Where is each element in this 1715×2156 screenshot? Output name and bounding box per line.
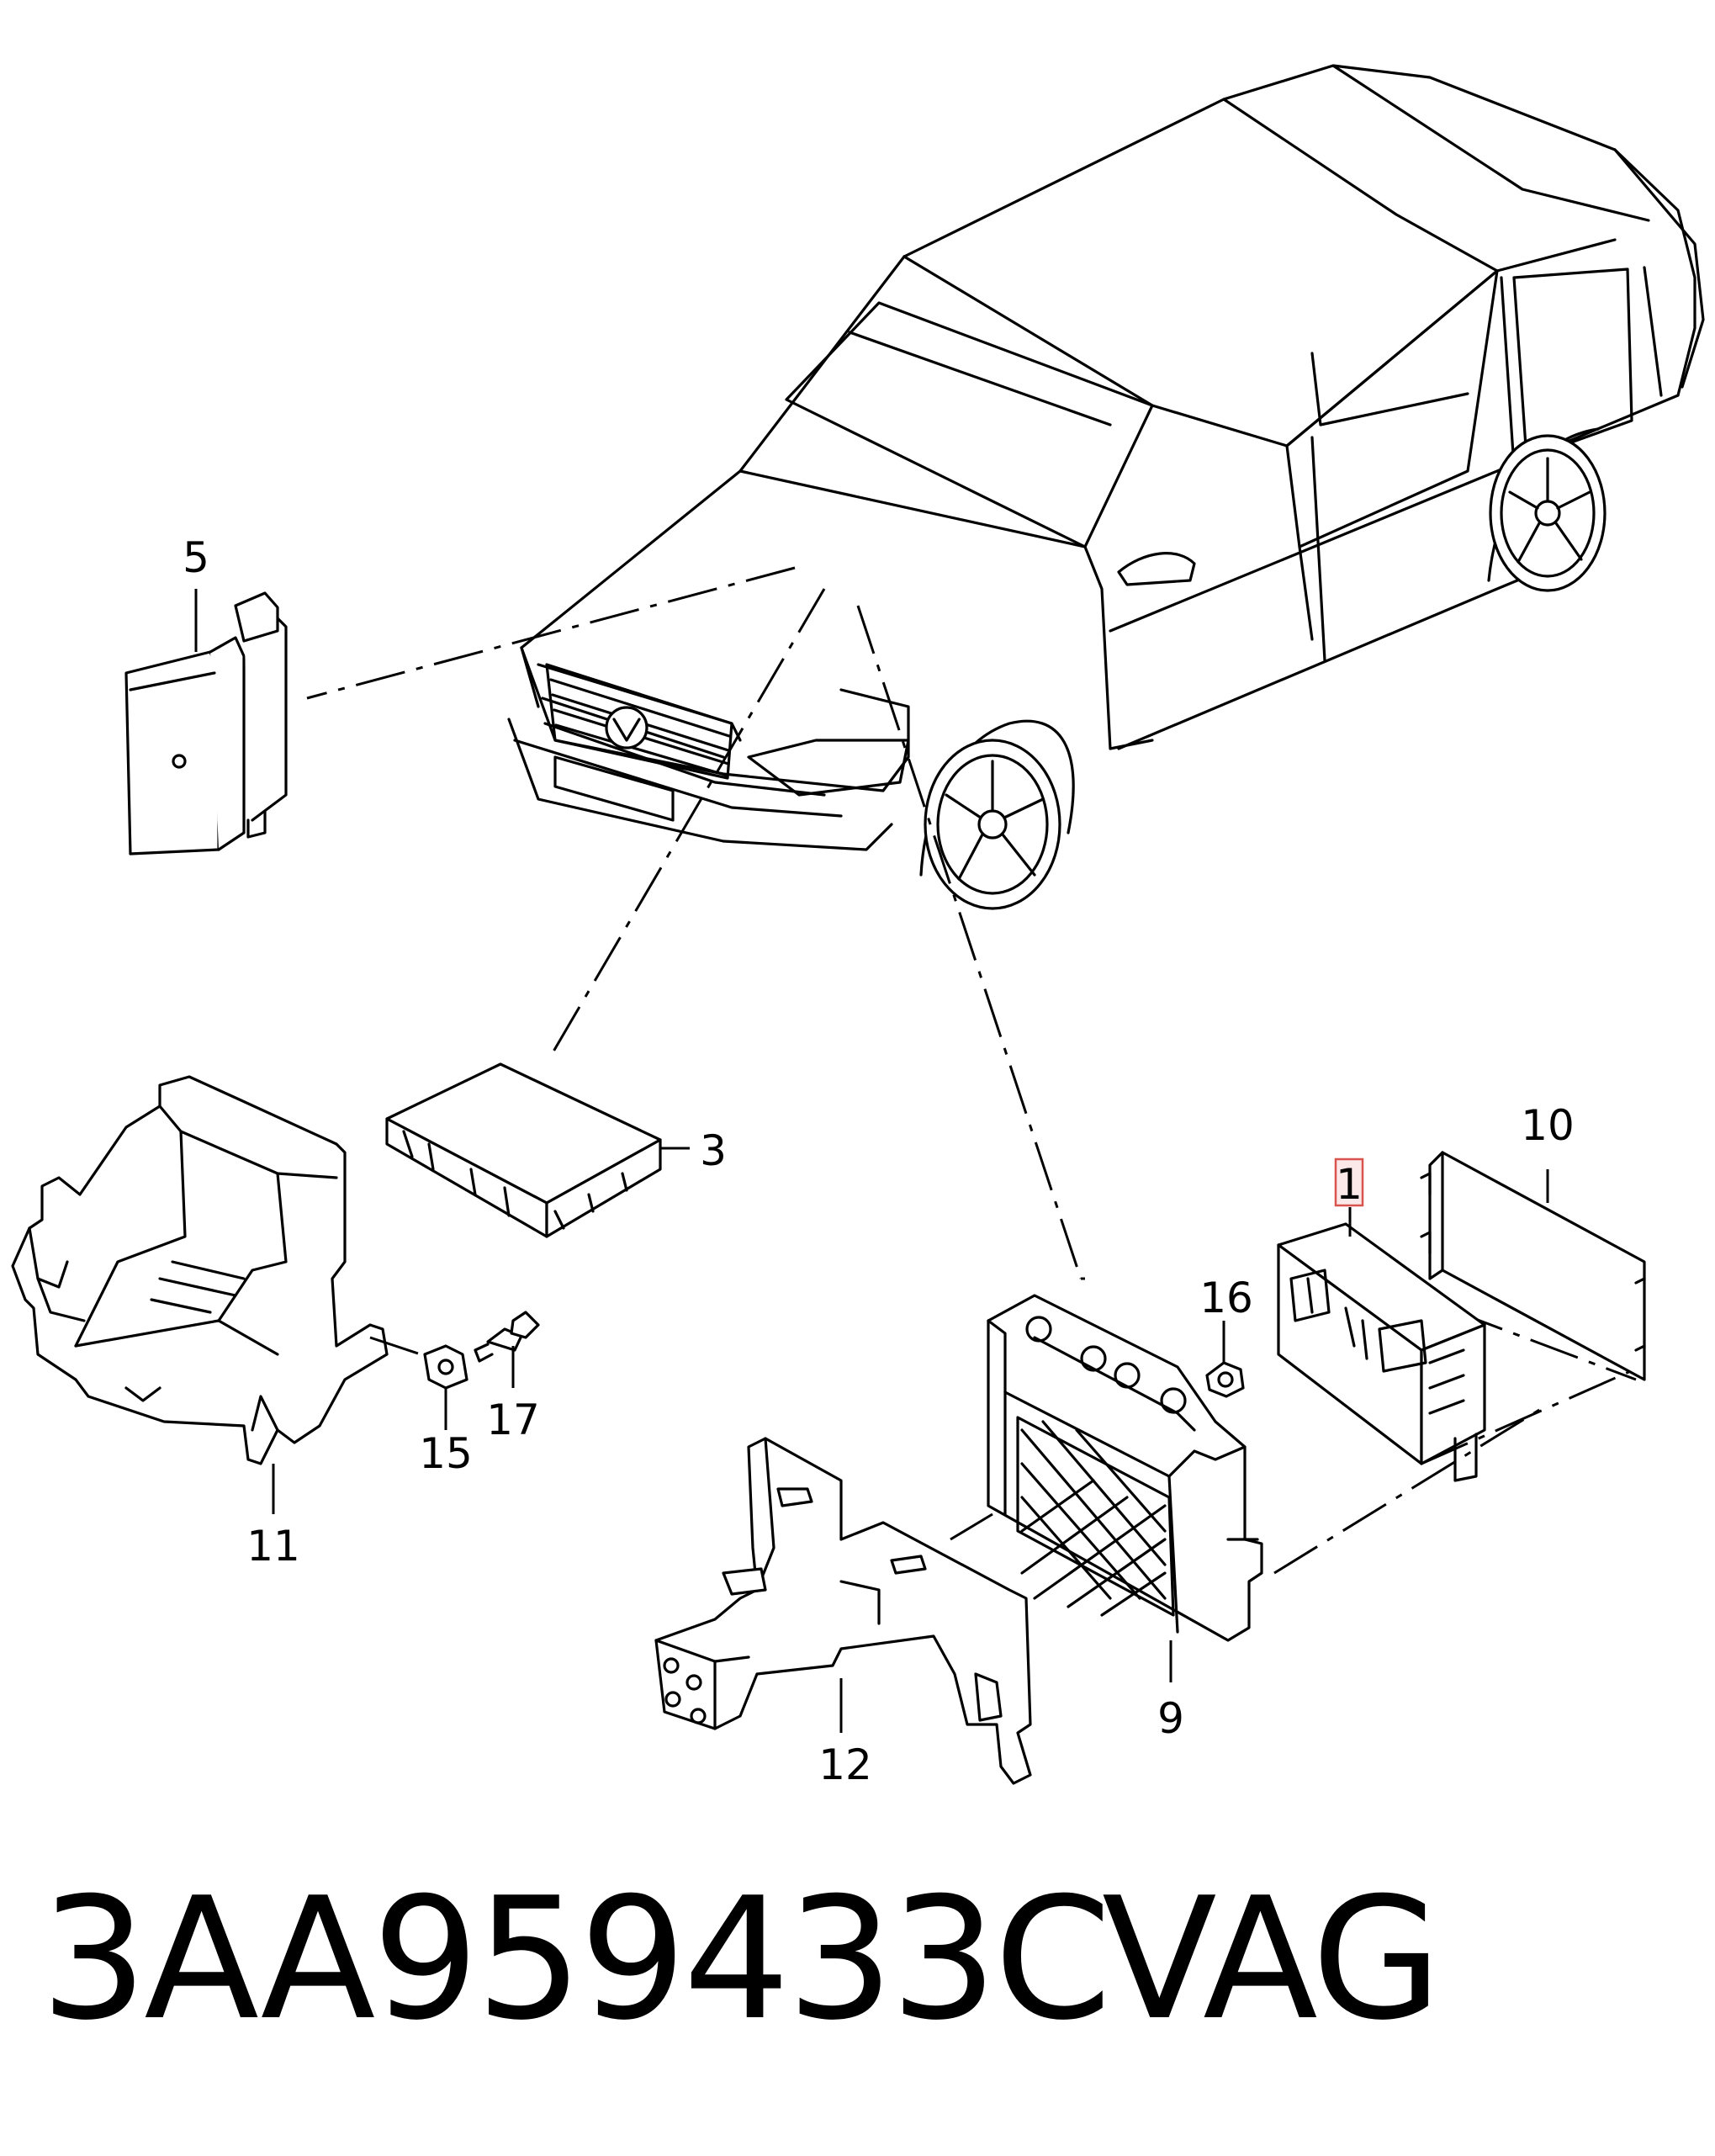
reference-lines	[306, 566, 1641, 1575]
callout-16: 16	[1199, 1274, 1253, 1322]
part-12-bracket	[654, 1437, 1032, 1785]
part-5-module	[124, 589, 288, 856]
part-3-control-unit	[385, 1062, 690, 1238]
part-17-bolt	[474, 1311, 540, 1388]
callout-11: 11	[246, 1522, 300, 1571]
callouts: 1 3 5 9 10 11 12 15 16 17	[183, 533, 1575, 1789]
callout-12: 12	[818, 1740, 872, 1789]
callout-1: 1	[1336, 1160, 1363, 1209]
part-9-frame	[987, 1294, 1263, 1682]
vehicle-illustration	[507, 64, 1705, 910]
part-number: 3AA959433C	[40, 1862, 1112, 2058]
part-1-control-unit	[1277, 1207, 1486, 1482]
callout-15: 15	[419, 1429, 473, 1478]
brand-name: VAG	[1102, 1862, 1442, 2058]
callout-1-highlight	[1334, 1157, 1364, 1207]
callout-5: 5	[183, 533, 209, 582]
callout-10: 10	[1521, 1101, 1575, 1150]
part-10-cover	[1420, 1151, 1646, 1381]
callout-9: 9	[1157, 1694, 1184, 1743]
callout-3: 3	[700, 1126, 727, 1175]
callout-17: 17	[486, 1396, 540, 1444]
part-16-nut	[1205, 1321, 1245, 1398]
part-15-clip	[423, 1344, 468, 1430]
part-11-tray	[11, 1075, 434, 1514]
